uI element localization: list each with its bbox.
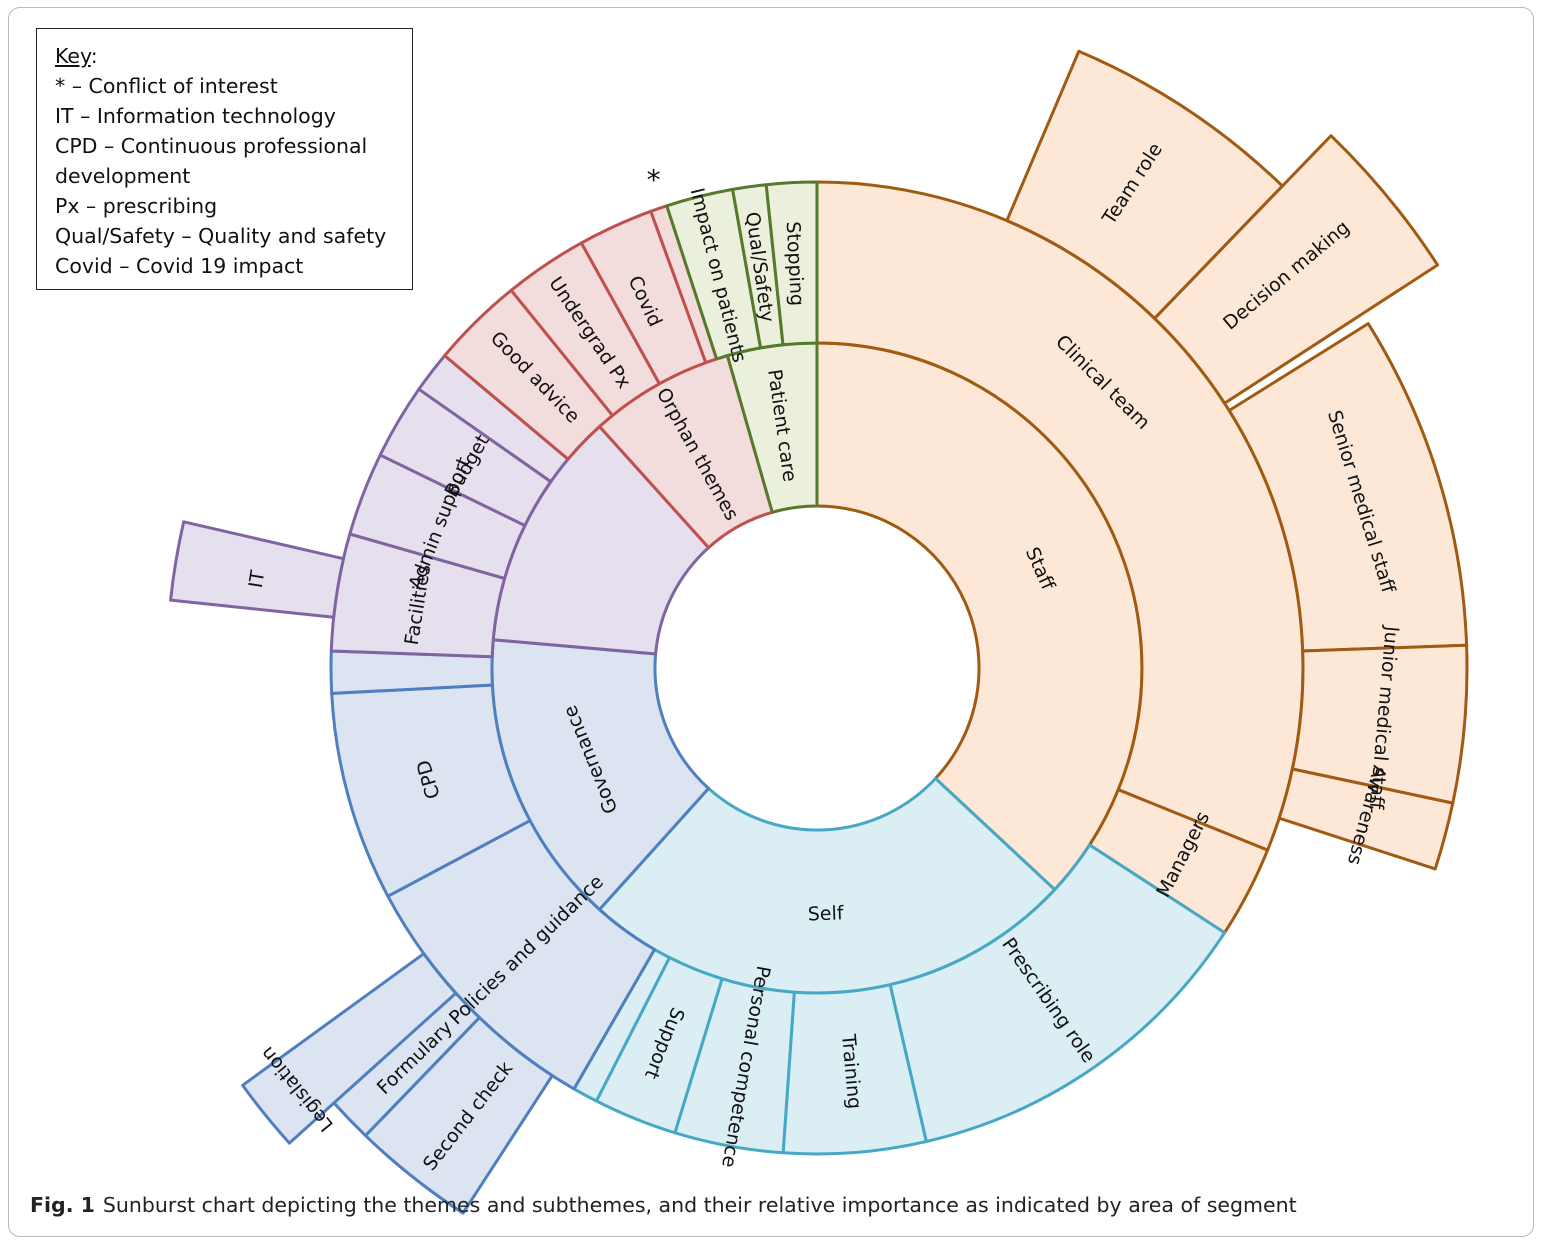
key-line-it: IT – Information technology bbox=[55, 104, 336, 128]
subtheme-segment-stopping bbox=[764, 180, 819, 347]
detail-segment-awareness bbox=[1277, 767, 1455, 871]
key-line-covid: Covid – Covid 19 impact bbox=[55, 254, 304, 278]
key-line-conflict: * – Conflict of interest bbox=[55, 74, 278, 98]
key-line-cpd-cont: development bbox=[55, 164, 191, 188]
caption-label: Fig. 1 bbox=[30, 1193, 95, 1217]
detail-segment-decision-making bbox=[1153, 134, 1440, 405]
detail-segment-legislation bbox=[241, 952, 458, 1145]
figure-caption: Fig. 1 Sunburst chart depicting the theme… bbox=[30, 1193, 1520, 1217]
caption-text: Sunburst chart depicting the themes and … bbox=[102, 1193, 1297, 1217]
key-box: Key: * – Conflict of interest IT – Infor… bbox=[36, 28, 413, 290]
key-line-px: Px – prescribing bbox=[55, 194, 218, 218]
detail-label-it: IT bbox=[245, 569, 269, 590]
key-title-colon: : bbox=[90, 44, 98, 68]
subtheme-segment-gov-blank bbox=[329, 649, 494, 695]
subtheme-label-stopping: Stopping bbox=[782, 221, 808, 307]
conflict-of-interest-marker: * bbox=[647, 163, 661, 196]
key-line-cpd: CPD – Continuous professional bbox=[55, 134, 368, 158]
theme-label-self: Self bbox=[807, 902, 845, 925]
figure-frame bbox=[8, 7, 1534, 1237]
key-line-qual: Qual/Safety – Quality and safety bbox=[55, 224, 387, 248]
key-title: Key bbox=[55, 44, 91, 68]
detail-segment-it bbox=[169, 520, 345, 619]
